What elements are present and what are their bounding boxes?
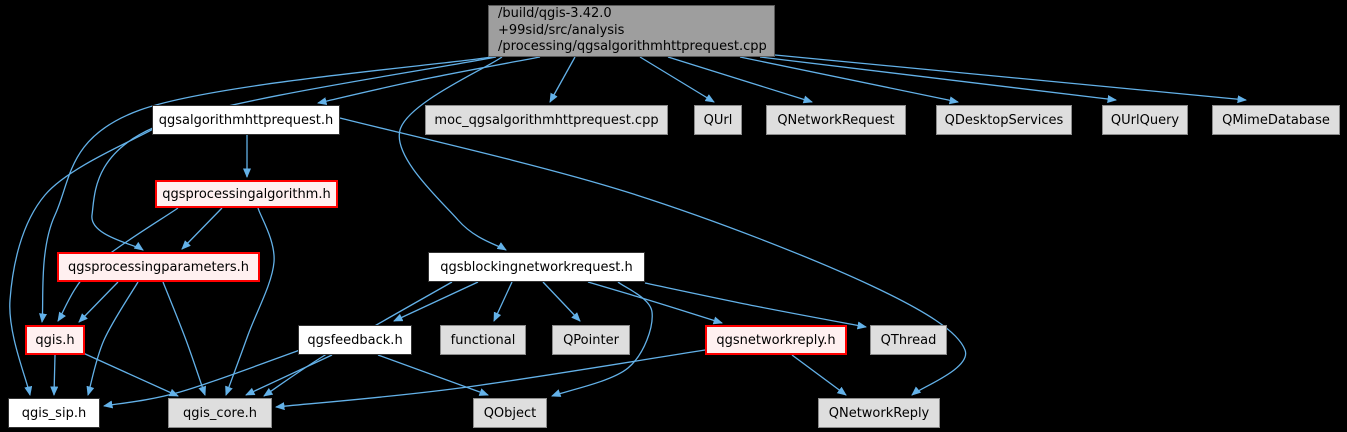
node-moc[interactable]: moc_qgsalgorithmhttprequest.cpp	[425, 105, 668, 135]
node-alg_h[interactable]: qgsalgorithmhttprequest.h	[152, 105, 340, 135]
edge-netreply_h-to-core	[275, 349, 706, 411]
node-proc_par[interactable]: qgsprocessingparameters.h	[57, 252, 260, 282]
edge-alg_h-to-qnetreply	[339, 117, 967, 396]
edge-blocking-to-qthread	[644, 282, 867, 330]
edge-proc_par-to-core	[162, 281, 207, 396]
edge-proc_par-to-sip	[86, 281, 139, 396]
edge-proc_alg-to-proc_par	[181, 207, 223, 250]
edge-feedback-to-qobject	[377, 354, 489, 396]
edge-blocking-to-qpointer	[542, 281, 581, 322]
edge-qgis_h-to-sip	[50, 354, 59, 396]
node-qobject[interactable]: QObject	[473, 398, 547, 428]
edge-root-to-alg_h	[317, 56, 541, 106]
node-sip[interactable]: qgis_sip.h	[8, 398, 100, 428]
node-qurl[interactable]: QUrl	[694, 105, 742, 135]
edge-blocking-to-functional	[493, 281, 513, 322]
node-feedback[interactable]: qgsfeedback.h	[298, 325, 412, 355]
node-root[interactable]: /build/qgis-3.42.0 +99sid/src/analysis /…	[488, 5, 775, 57]
node-functional[interactable]: functional	[440, 325, 526, 355]
node-qmime[interactable]: QMimeDatabase	[1212, 105, 1340, 135]
edge-feedback-to-core	[245, 354, 333, 396]
edge-proc_par-to-qgis_h	[78, 281, 119, 323]
edge-feedback-to-sip	[103, 349, 301, 409]
edge-root-to-proc_par	[91, 56, 497, 251]
node-qpointer[interactable]: QPointer	[552, 325, 630, 355]
edge-blocking-to-feedback	[393, 281, 479, 322]
node-qnetreply[interactable]: QNetworkReply	[818, 398, 940, 428]
node-qthread[interactable]: QThread	[870, 325, 947, 355]
node-netreply_h[interactable]: qgsnetworkreply.h	[705, 325, 847, 355]
node-core[interactable]: qgis_core.h	[168, 398, 272, 428]
edge-netreply_h-to-qnetreply	[791, 354, 847, 396]
edge-root-to-qmime	[774, 54, 1247, 104]
edge-root-to-qdesk	[739, 56, 959, 105]
node-qgis_h[interactable]: qgis.h	[25, 325, 85, 355]
node-proc_alg[interactable]: qgsprocessingalgorithm.h	[155, 180, 338, 208]
node-qnetreq[interactable]: QNetworkRequest	[766, 105, 906, 135]
edge-root-to-qnetreq	[667, 56, 813, 104]
node-qdesk[interactable]: QDesktopServices	[936, 105, 1072, 135]
edge-blocking-to-qobject	[551, 281, 653, 397]
edge-proc_alg-to-core	[225, 207, 275, 396]
node-qurlquery[interactable]: QUrlQuery	[1102, 105, 1188, 135]
edge-root-to-moc	[549, 56, 576, 103]
edge-root-to-blocking	[398, 56, 507, 251]
edge-root-to-qgis_h	[39, 56, 493, 323]
node-blocking[interactable]: qgsblockingnetworkrequest.h	[428, 252, 645, 282]
edge-root-to-qurlquery	[759, 56, 1117, 103]
edge-alg_h-to-sip	[9, 127, 156, 396]
edge-root-to-qurl	[639, 56, 715, 103]
edge-qgis_h-to-core	[82, 352, 179, 397]
edge-blocking-to-netreply_h	[587, 281, 723, 325]
